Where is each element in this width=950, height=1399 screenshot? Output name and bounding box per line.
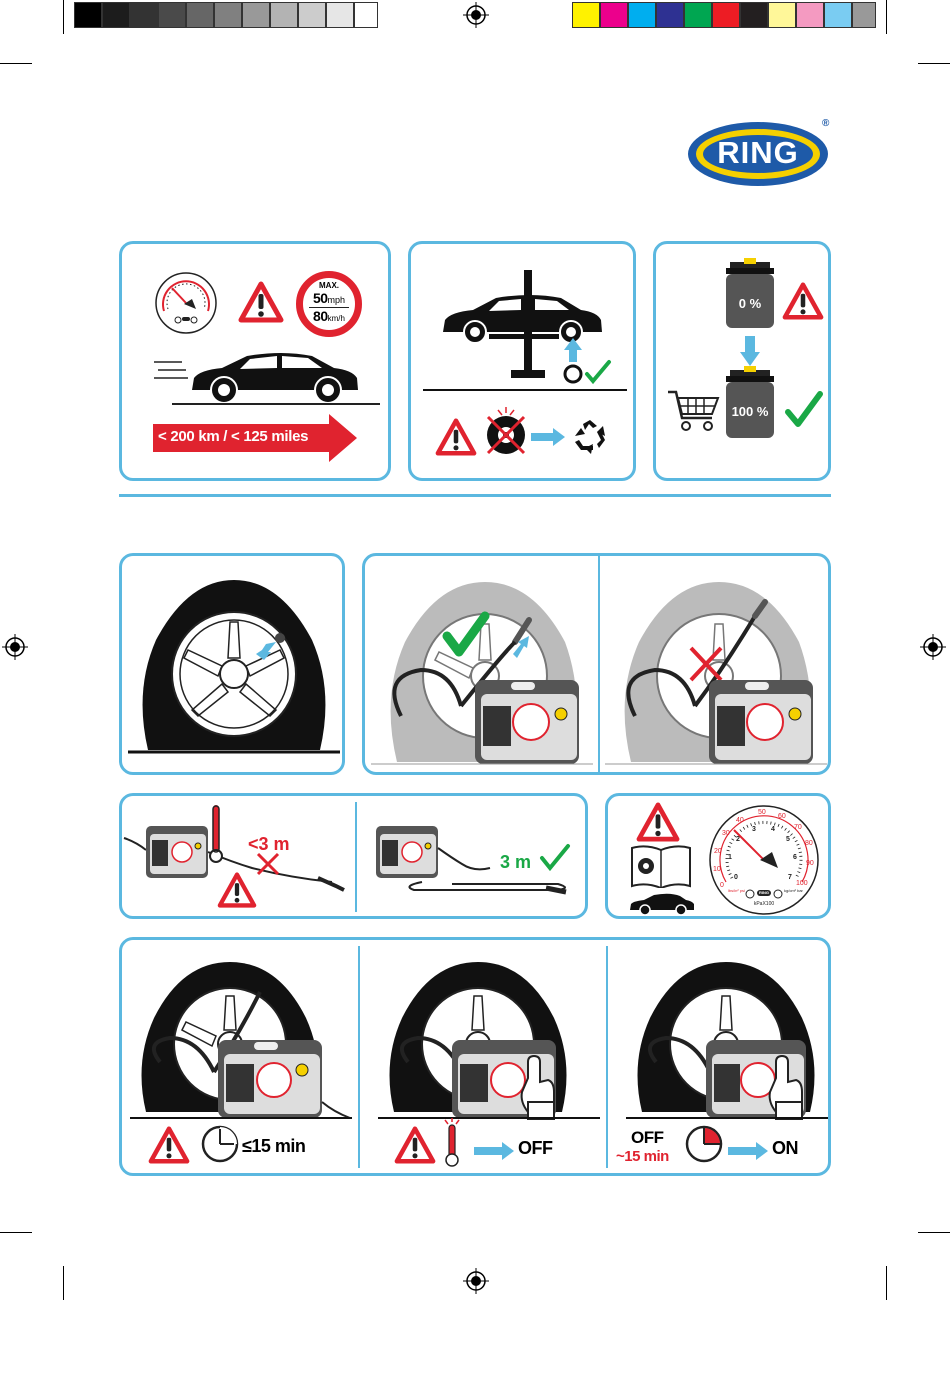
off-label: OFF bbox=[518, 1138, 553, 1159]
logo-text: RING bbox=[712, 136, 804, 170]
gauge-bar-tick: 5 bbox=[786, 836, 790, 843]
on-label: ON bbox=[772, 1138, 798, 1159]
crop-mark bbox=[0, 1232, 32, 1233]
clock-icon bbox=[200, 1124, 240, 1164]
ring-logo: RING ® bbox=[686, 118, 834, 188]
gauge-unit-right: kg/cm² bar bbox=[784, 888, 804, 893]
sealant-bottle-empty bbox=[722, 258, 778, 330]
crop-mark bbox=[886, 0, 887, 34]
inflating-illustration bbox=[130, 952, 352, 1120]
section-divider bbox=[119, 494, 831, 497]
gauge-bar-tick: 0 bbox=[734, 874, 738, 881]
sealant-empty-label: 0 % bbox=[726, 296, 774, 311]
gauge-badge: RING bbox=[757, 890, 771, 896]
warning-icon bbox=[636, 802, 680, 842]
crop-mark bbox=[63, 0, 64, 34]
damaged-tyre-icon bbox=[484, 407, 528, 457]
cable-long-illustration bbox=[362, 802, 586, 912]
speed-sign-kmh-unit: km/h bbox=[328, 314, 345, 323]
hot-thermometer-icon bbox=[440, 1116, 464, 1168]
sealant-bottle-full bbox=[722, 366, 778, 440]
arrow-right-icon bbox=[531, 428, 565, 446]
warning-icon bbox=[148, 1126, 190, 1164]
sealant-full-label: 100 % bbox=[722, 404, 778, 419]
gauge-bar-tick: 4 bbox=[771, 826, 775, 833]
pressure-gauge-dial: 0 10 20 30 40 50 60 70 80 90 100 0 1 2 3… bbox=[708, 804, 820, 916]
panel-inner-divider bbox=[355, 802, 357, 912]
cooldown-clock-icon bbox=[684, 1124, 724, 1164]
switch-on-illustration bbox=[626, 952, 831, 1120]
gauge-bar-labels: 0 1 2 3 4 5 6 7 bbox=[708, 804, 820, 916]
panel-pressure-gauge: 0 10 20 30 40 50 60 70 80 90 100 0 1 2 3… bbox=[605, 793, 831, 919]
color-bar bbox=[572, 0, 876, 30]
car-on-lift-icon bbox=[421, 266, 629, 396]
crop-mark bbox=[918, 1232, 950, 1233]
warning-icon bbox=[394, 1126, 436, 1164]
speed-sign-max: MAX. bbox=[303, 281, 355, 290]
panel-sealant-bottle: 0 % 100 % bbox=[653, 241, 831, 481]
arrow-down-icon bbox=[740, 336, 760, 366]
panel-inner-divider bbox=[358, 946, 360, 1168]
panel-flat-tyre bbox=[119, 553, 345, 775]
manual-book-icon bbox=[630, 844, 692, 888]
gauge-bar-tick: 6 bbox=[793, 854, 797, 861]
arrow-right-icon bbox=[474, 1142, 514, 1160]
cooldown-label: ~15 min bbox=[616, 1148, 669, 1165]
registered-mark: ® bbox=[822, 118, 829, 129]
moving-car-icon bbox=[152, 348, 382, 408]
gauge-bar-tick: 3 bbox=[752, 826, 756, 833]
switch-off-illustration bbox=[378, 952, 600, 1120]
distance-text: < 200 km / < 125 miles bbox=[158, 428, 338, 445]
registration-mark-bottom bbox=[463, 1268, 489, 1294]
crop-mark bbox=[63, 1266, 64, 1300]
shopping-cart-icon bbox=[668, 388, 720, 432]
gauge-bar-tick: 1 bbox=[728, 854, 732, 861]
panel-inner-divider bbox=[598, 556, 600, 772]
crop-mark bbox=[0, 63, 32, 64]
registration-mark-top bbox=[463, 2, 489, 28]
pressure-gauge-icon bbox=[154, 271, 218, 335]
run-limit-label: ≤15 min bbox=[242, 1136, 305, 1157]
hose-correct-illustration bbox=[371, 566, 593, 770]
crop-mark bbox=[886, 1266, 887, 1300]
warning-icon bbox=[435, 418, 477, 456]
speed-limit-sign: MAX. 50mph 80km/h bbox=[296, 271, 362, 337]
warning-icon bbox=[238, 281, 284, 323]
arrow-right-icon bbox=[728, 1142, 768, 1160]
crop-mark bbox=[918, 63, 950, 64]
recycle-icon bbox=[571, 418, 609, 454]
check-icon bbox=[784, 390, 824, 430]
cooldown-off-label: OFF bbox=[631, 1128, 664, 1148]
registration-mark-left bbox=[2, 634, 28, 660]
grayscale-bar bbox=[74, 0, 378, 30]
speed-sign-kmh: 80 bbox=[313, 308, 328, 324]
speed-sign-mph: 50 bbox=[313, 290, 328, 306]
speed-sign-mph-unit: mph bbox=[328, 295, 346, 305]
gauge-bar-tick: 2 bbox=[736, 836, 740, 843]
panel-speed-limit: MAX. 50mph 80km/h < 200 km / < 125 miles bbox=[119, 241, 391, 481]
panel-operation-steps: ≤15 min OFF bbox=[119, 937, 831, 1176]
panel-connect-hose bbox=[362, 553, 831, 775]
car-icon bbox=[628, 892, 696, 916]
warning-icon bbox=[782, 282, 824, 320]
flat-tyre-illustration bbox=[128, 570, 340, 766]
panel-cable-length: <3 m 3 m bbox=[119, 793, 588, 919]
panel-lift-vehicle bbox=[408, 241, 636, 481]
cable-long-label: 3 m bbox=[500, 852, 531, 873]
gauge-unit-bottom: kPaX100 bbox=[744, 901, 784, 907]
gauge-unit-left: lbs/in² psi bbox=[728, 888, 748, 893]
registration-mark-right bbox=[920, 634, 946, 660]
hose-wrong-illustration bbox=[605, 566, 827, 770]
gauge-bar-tick: 7 bbox=[788, 874, 792, 881]
warning-icon bbox=[217, 872, 257, 908]
cable-short-label: <3 m bbox=[248, 834, 290, 855]
panel-inner-divider bbox=[606, 946, 608, 1168]
